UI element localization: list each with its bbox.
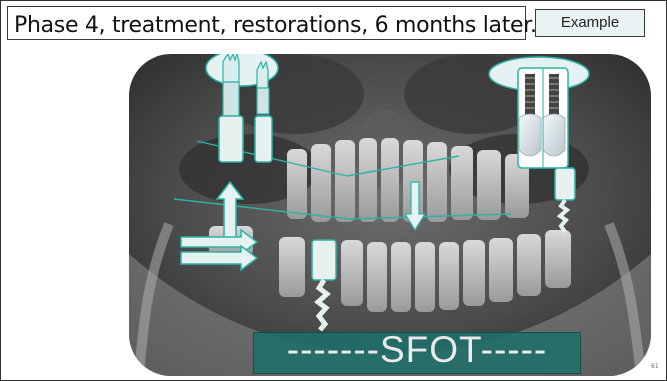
crown-icon (219, 116, 243, 162)
crown-icon (555, 168, 575, 200)
xray-illustration (129, 54, 651, 376)
crown-icon (255, 116, 272, 162)
implant-screw-icon (223, 54, 239, 116)
implant-screw-icon (257, 62, 269, 114)
sfot-banner: -------SFOT----- (253, 332, 581, 374)
panoramic-xray (129, 54, 651, 376)
crown-icon (312, 240, 336, 280)
example-button[interactable]: Example (535, 9, 645, 37)
slide-title: Phase 4, treatment, restorations, 6 mont… (14, 13, 537, 38)
title-box: Phase 4, treatment, restorations, 6 mont… (7, 6, 526, 40)
sfot-banner-text: -------SFOT----- (254, 329, 580, 371)
upper-teeth (287, 138, 529, 222)
page-number: 61 (651, 363, 659, 370)
